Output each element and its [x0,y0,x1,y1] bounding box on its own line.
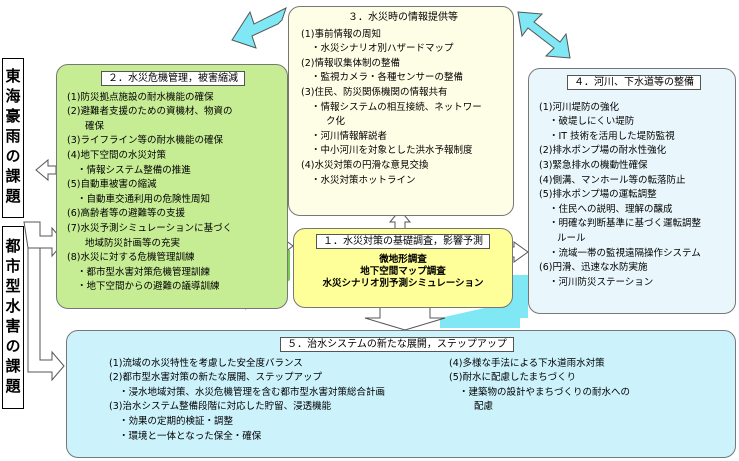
box4-item: ・住民への説明、理解の醸成 [549,203,673,215]
box-crisis-management: ２．水災危機管理，被害縮減 (1)防災拠点施設の耐水機能の確保 (2)避難者支援… [56,64,288,309]
box3-item: (4)水災対策の円滑な意見交換 [301,159,429,171]
title-tokai-heavy-rain: 東海豪雨の課題 [2,58,24,218]
box3-item: ・中小河川を対象とした洪水予報制度 [311,145,473,157]
arrow-titles-box5 [24,221,65,382]
box5-item: ・環境と一体となった保全・確保 [119,430,262,442]
arrow-box3-box4 [517,11,571,59]
box4-item: (6)円滑、迅速な水防実施 [539,262,648,274]
box4-item: (3)緊急排水の機動性確保 [539,159,648,171]
box2-item: ・地下空間からの避難の議導訓練 [77,281,220,293]
box5-item: (2)都市型水害対策の新たな展開、ステップアップ [109,372,322,384]
arrow-box2-box3 [231,7,287,49]
box1-line: 微地形調査 [379,253,427,265]
box1-title: １．水災対策の基礎調査，影響予測 [316,234,490,249]
box5-item: ・効果の定期的検証・調整 [119,415,234,427]
box2-item: (6)高齢者等の避難等の支援 [67,208,185,220]
box5-item: ・建築物の設計やまちづくりの耐水への [459,386,631,398]
box5-title: ５．治水システムの新たな展開，ステップアップ [280,337,514,352]
arrow-box1-to-box5 [364,304,446,331]
box3-item: ク化 [326,116,346,128]
box2-item: (2)避難者支援のための資機材、物資の [67,106,233,118]
box4-item: (1)河川堤防の強化 [539,101,619,113]
box4-title: ４．河川、下水道等の整備 [567,75,701,90]
box5-item: (1)流域の水災特性を考慮した安全度バランス [109,357,303,369]
box-basic-survey: １．水災対策の基礎調査，影響予測 微地形調査 地下空間マップ調査 水災シナリオ別… [293,228,513,308]
box5-item: (4)多様な手法による下水道雨水対策 [449,357,605,369]
box2-item: 確保 [85,120,105,132]
box2-item: (1)防災拠点施設の耐水機能の確保 [67,91,214,103]
box-information: ３．水災時の情報提供等 (1)事前情報の周知 ・水災シナリオ別ハザードマップ (… [288,6,514,216]
box2-item: ・都市型水害対策危機管理訓練 [77,266,211,278]
box5-item: 配慮 [474,401,494,413]
box3-title: ３．水災時の情報提供等 [348,12,458,23]
box3-item: (2)情報収集体制の整備 [301,57,400,69]
box4-item: ・流域一帯の監視遠隔操作システム [549,247,701,259]
box2-item: (7)水災予測シミュレーションに基づく [67,222,233,234]
box4-item: ・明確な判断基準に基づく運転調整 [549,218,702,230]
box4-item: (4)側溝、マンホール等の転落防止 [539,174,686,186]
box4-item: (5)排水ポンプ場の運転調整 [539,189,657,201]
box2-item: (3)ライフライン等の耐水機能の確保 [67,135,223,147]
box5-item: (3)治水システム整備段階に対応した貯留、浸透機能 [109,401,332,413]
box4-item: ルール [557,232,586,244]
box3-item: ・監視カメラ・各種センサーの整備 [311,72,464,84]
box1-line: 地下空間マップ調査 [360,265,446,277]
title-urban-flood: 都市型水害の課題 [2,226,24,409]
box3-item: (1)事前情報の周知 [301,28,381,40]
box1-line: 水災シナリオ別予測シミュレーション [322,277,484,289]
box2-item: 地域防災計画等の充実 [85,237,181,249]
box5-item: ・浸水地域対策、水災危機管理を含む都市型水害対策総合計画 [119,386,386,398]
box-flood-control-system: ５．治水システムの新たな展開，ステップアップ (1)流域の水災特性を考慮した安全… [66,330,736,458]
box4-item: ・IT 技術を活用した堤防監視 [549,130,675,142]
box4-item: ・破堤しにくい堤防 [549,116,635,128]
box5-item: (5)耐水に配慮したまちづくり [449,372,577,384]
box2-item: (4)地下空間の水災対策 [67,149,166,161]
box-river-sewer: ４．河川、下水道等の整備 (1)河川堤防の強化 ・破堤しにくい堤防 ・IT 技術… [528,68,736,314]
box3-item: ・河川情報解説者 [311,130,388,142]
box2-item: (5)自動車被害の縮減 [67,179,157,191]
box4-item: ・河川防災ステーション [549,276,654,288]
box2-item: ・自動車交通利用の危険性周知 [77,193,211,205]
box3-item: ・情報システムの相互接続、ネットワー [311,101,482,113]
arrow-titles-box2 [35,158,57,182]
box2-title: ２．水災危機管理，被害縮減 [101,71,245,86]
box3-item: ・水災対策ホットライン [311,174,416,186]
box3-item: (3)住民、防災関係機関の情報共有 [301,86,448,98]
box3-item: ・水災シナリオ別ハザードマップ [311,43,454,55]
box4-item: (2)排水ポンプ場の耐水性強化 [539,145,667,157]
box2-item: ・情報システム整備の推進 [77,164,191,176]
box2-item: (8)水災に対する危機管理訓練 [67,252,195,264]
